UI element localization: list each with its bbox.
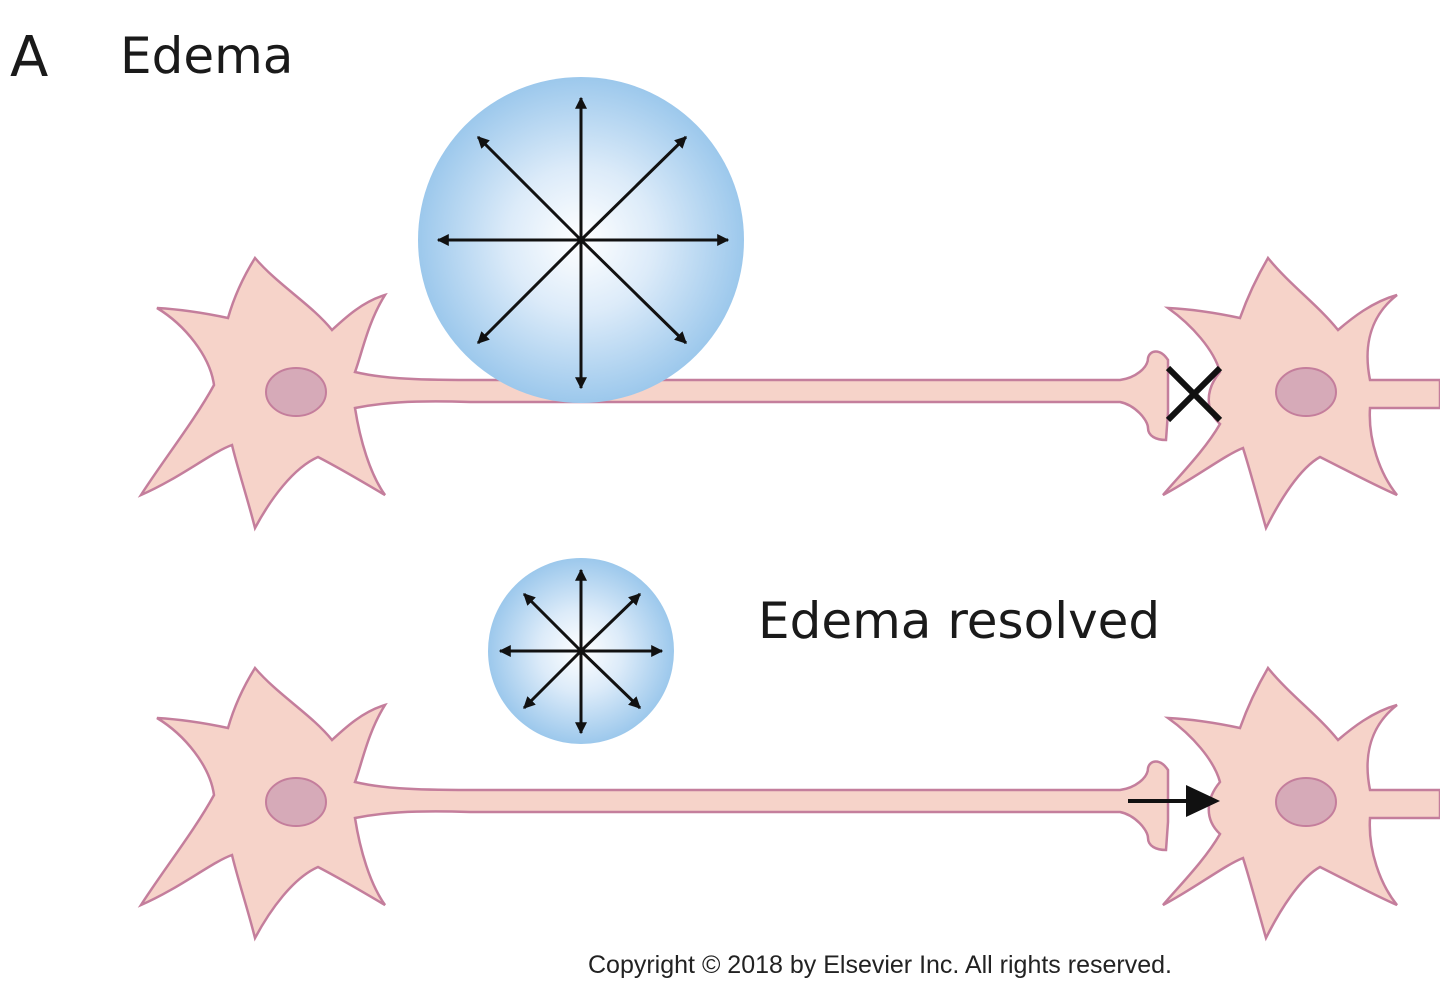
expansion-arrows xyxy=(436,96,730,390)
x-icon xyxy=(1165,365,1223,423)
neuron-right-top xyxy=(1162,255,1440,532)
nucleus xyxy=(265,777,327,827)
title-edema: Edema xyxy=(120,27,293,85)
edema-resolved-label: Edema resolved xyxy=(758,592,1160,650)
nucleus xyxy=(265,367,327,417)
neuron-left-bottom xyxy=(137,665,1170,942)
arrow-right-icon xyxy=(1128,785,1220,817)
nucleus xyxy=(1275,367,1337,417)
neuron-left-top xyxy=(137,255,1170,532)
panel-label: A xyxy=(10,25,48,90)
bottom-row xyxy=(137,558,1440,942)
edema-bubble-large xyxy=(418,77,744,403)
copyright-text: Copyright © 2018 by Elsevier Inc. All ri… xyxy=(588,951,1172,979)
neuron-body xyxy=(137,665,1170,942)
top-row xyxy=(137,77,1440,532)
expansion-arrows xyxy=(498,568,664,735)
neuron-right-bottom xyxy=(1162,665,1440,942)
edema-bubble-small xyxy=(488,558,674,744)
nucleus xyxy=(1275,777,1337,827)
neuron-body xyxy=(137,255,1170,532)
